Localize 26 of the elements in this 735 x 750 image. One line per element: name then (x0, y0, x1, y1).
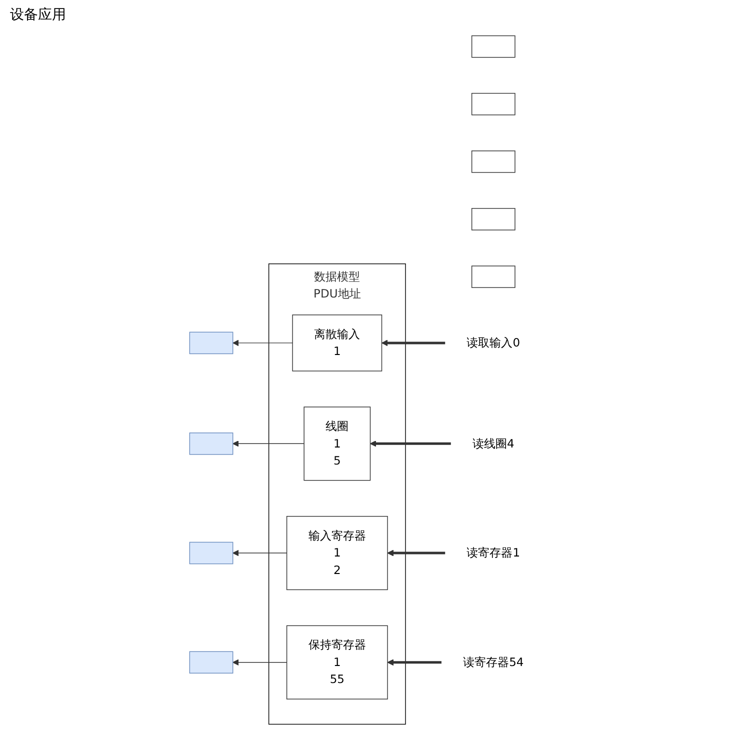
node-box (471, 208, 516, 230)
node-box (189, 432, 234, 455)
node-box (189, 542, 234, 564)
node-box (189, 332, 234, 354)
arrow (232, 340, 293, 346)
node-box (471, 266, 516, 288)
node-box: 输入寄存器 1 2 (286, 516, 388, 590)
node-text: 读线圈4 (472, 436, 514, 450)
arrow (381, 340, 446, 346)
arrow (370, 440, 451, 447)
arrow (387, 659, 442, 666)
node-box (189, 651, 234, 674)
node-box (471, 35, 516, 58)
node-text: 读寄存器1 (466, 546, 520, 560)
node-box: 线圈 1 5 (304, 406, 371, 481)
node-box: 保持寄存器 1 55 (286, 625, 388, 700)
node-box (471, 150, 516, 173)
arrow (232, 659, 288, 666)
arrow (232, 440, 304, 447)
node-text: 读寄存器54 (463, 655, 524, 669)
arrow (232, 550, 288, 556)
node-box: 离散输入 1 (292, 314, 382, 372)
node-box (471, 92, 516, 116)
column-heading: 设备应用 (10, 7, 66, 23)
arrow (387, 550, 446, 556)
node-text: 读取输入0 (466, 336, 520, 350)
